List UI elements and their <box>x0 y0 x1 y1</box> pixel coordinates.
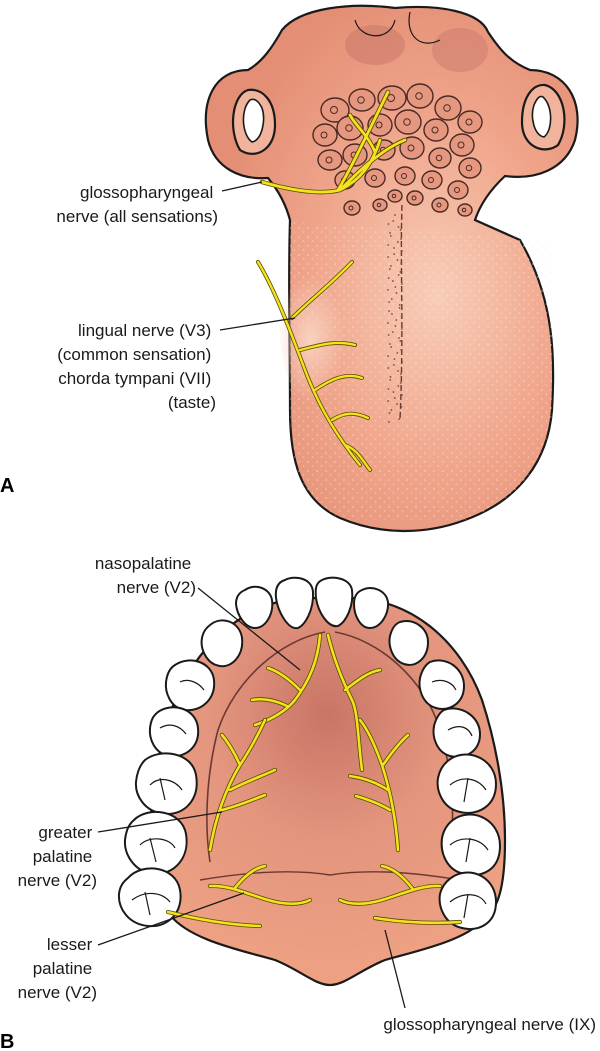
tonsil-bump <box>365 169 385 187</box>
tongue <box>206 6 578 531</box>
panel-label-b: B <box>0 1031 14 1051</box>
premolar <box>420 660 464 709</box>
molar <box>119 868 181 926</box>
premolar <box>150 707 198 756</box>
molar <box>125 812 187 874</box>
left-fold <box>233 90 275 154</box>
tonsil-bump <box>313 124 337 146</box>
tonsil-bump <box>395 167 415 185</box>
tonsil-bump <box>407 191 423 205</box>
tonsil-bump <box>458 204 472 216</box>
tonsil-bump <box>349 89 375 111</box>
tonsil-bump <box>395 110 421 134</box>
tonsil-bump <box>432 198 448 212</box>
molar <box>136 753 197 814</box>
tonsil-bump <box>448 181 468 199</box>
lingual-nerve-label: lingual nerve (V3) (common sensation) ch… <box>57 321 216 412</box>
tonsil-bump <box>318 150 342 170</box>
tonsil-bump <box>424 119 448 141</box>
right-fold <box>522 85 564 149</box>
glossopharyngeal-nerve-label: glossopharyngeal nerve (all sensations) <box>56 183 218 226</box>
panel-label-a: A <box>0 475 14 497</box>
canine <box>390 621 428 665</box>
glossopharyngeal-nerve-ix-label: glossopharyngeal nerve (IX) <box>383 1015 596 1034</box>
tonsil-bump <box>459 158 481 178</box>
tonsil-bump <box>407 84 433 108</box>
glossopharyngeal-a-leader <box>222 182 262 191</box>
tonsil-bump <box>422 171 442 189</box>
lesser-palatine-nerve-label: lesser palatine nerve (V2) <box>18 935 97 1002</box>
premolar <box>166 660 214 710</box>
palate <box>119 578 505 985</box>
tonsil-bump <box>435 96 461 120</box>
tonsil-bump <box>458 111 482 133</box>
premolar <box>434 708 480 757</box>
tonsil-bump <box>388 190 402 202</box>
greater-palatine-nerve-label: greater palatine nerve (V2) <box>18 823 97 890</box>
tonsil-bump <box>373 199 387 211</box>
tonsil-bump <box>450 134 474 156</box>
tonsil-bump <box>344 201 360 215</box>
nasopalatine-nerve-label: nasopalatine nerve (V2) <box>95 554 196 597</box>
canine <box>202 620 243 666</box>
tonsil-bump <box>429 148 451 168</box>
